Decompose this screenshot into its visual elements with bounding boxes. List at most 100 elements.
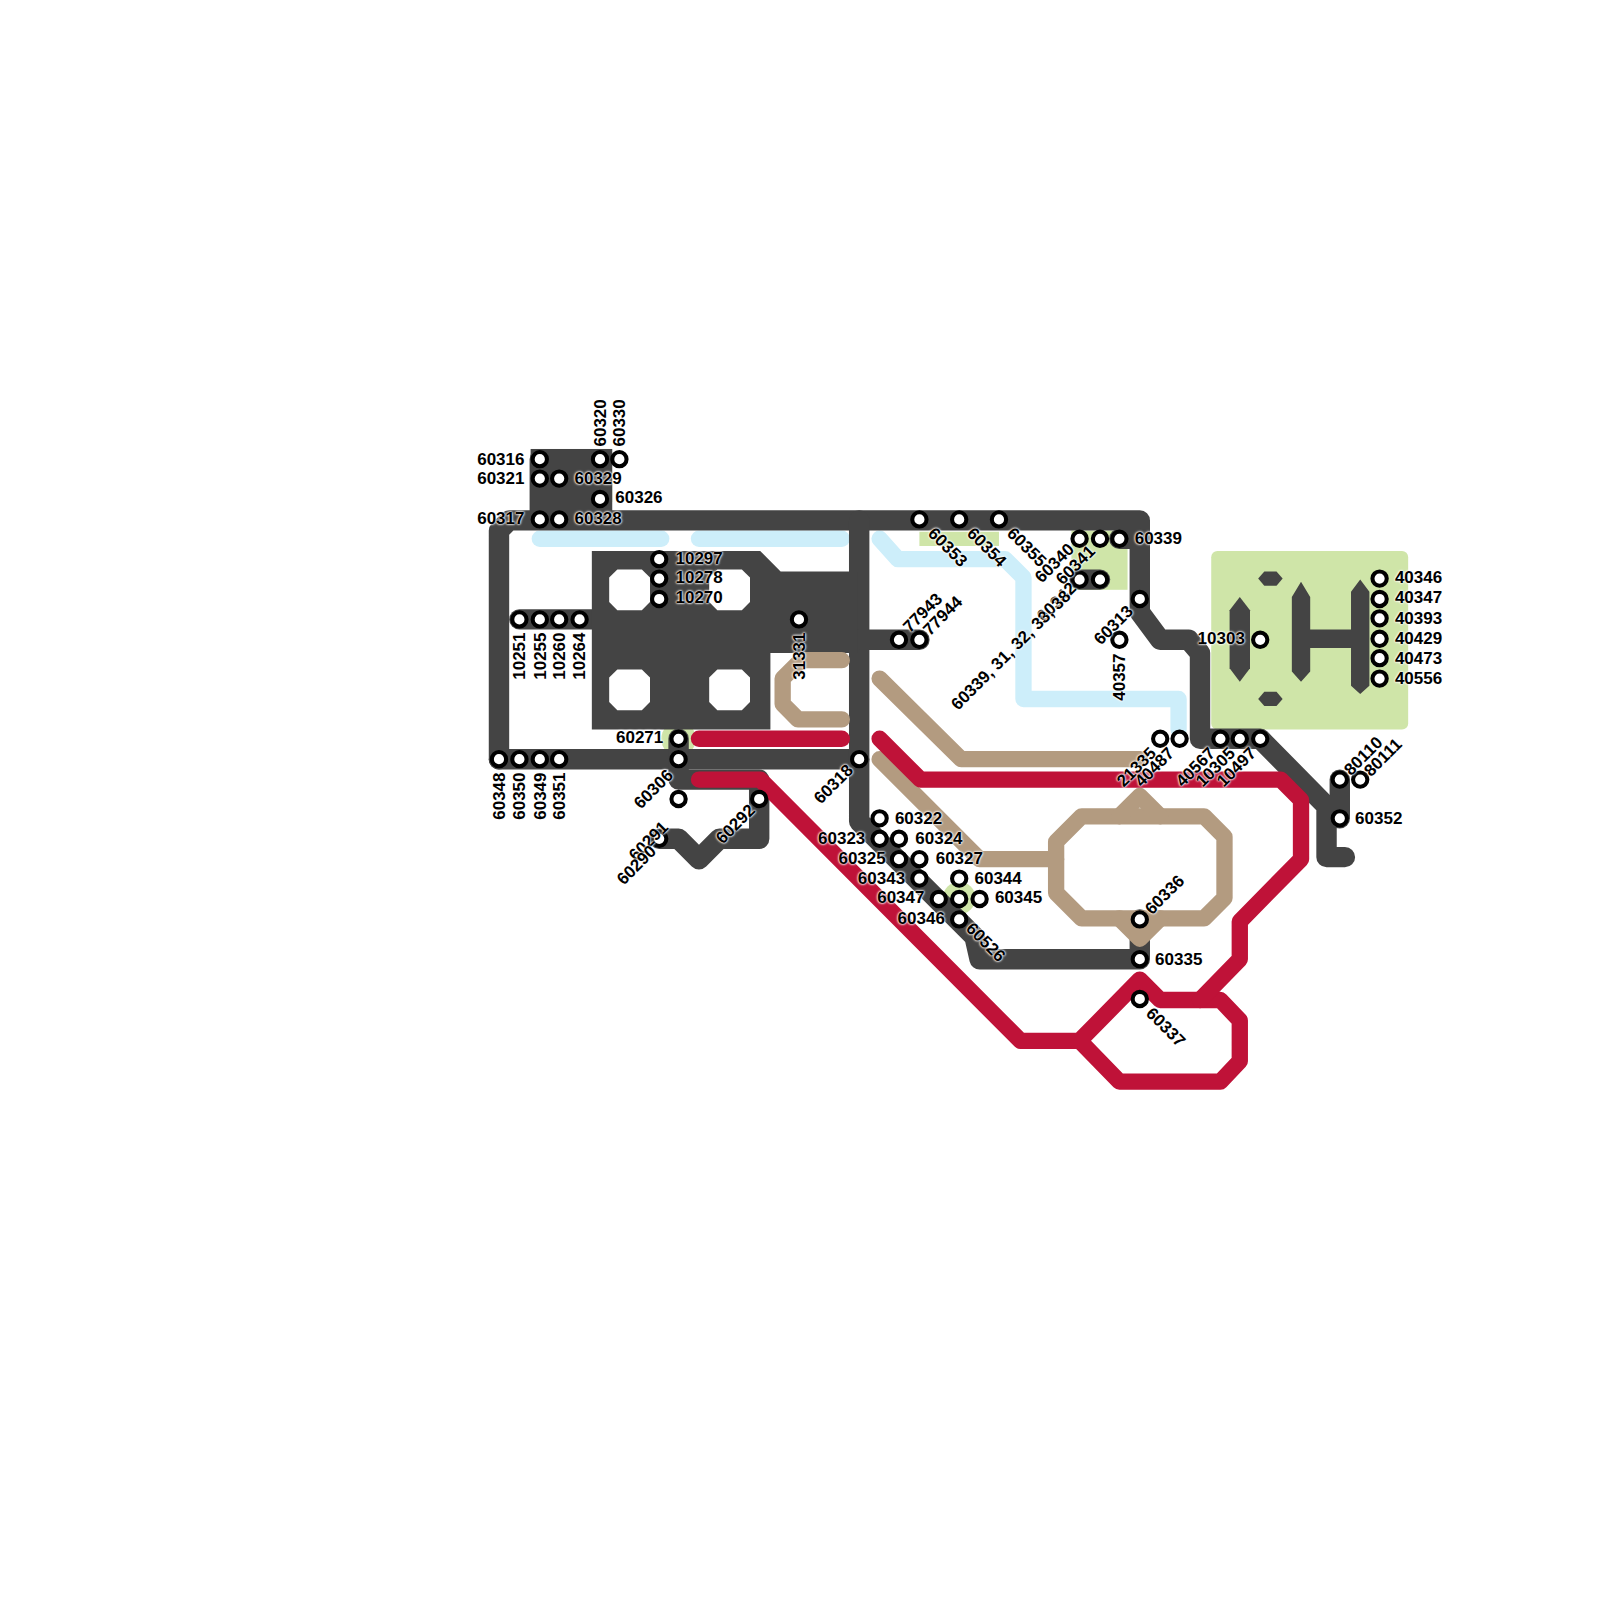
stop-marker <box>952 871 966 885</box>
stop-label: 60321 <box>477 470 524 487</box>
red-line <box>699 731 842 747</box>
stop-label: 60347 <box>877 889 924 906</box>
dark-line <box>859 520 1140 959</box>
stop-marker <box>671 792 685 806</box>
stop-marker <box>671 732 685 746</box>
red-line <box>699 780 1240 1082</box>
stop-label: 60337 <box>1143 1004 1188 1049</box>
stop-label: 60324 <box>915 830 962 847</box>
stop-label: 60317 <box>477 510 524 527</box>
stop-marker <box>593 492 607 506</box>
stop-marker <box>552 512 566 526</box>
stop-marker <box>912 852 926 866</box>
blue-line <box>699 531 842 547</box>
stop-marker <box>852 752 866 766</box>
stop-label: 60344 <box>974 870 1021 887</box>
dark-line <box>659 739 759 859</box>
stop-marker <box>1233 732 1247 746</box>
stop-label: 60326 <box>615 489 662 506</box>
stop-marker <box>1133 592 1147 606</box>
stop-label: 60328 <box>574 510 621 527</box>
stop-marker <box>952 912 966 926</box>
stop-marker <box>652 552 666 566</box>
stop-label: 60339 <box>1135 530 1182 547</box>
stop-marker <box>552 471 566 485</box>
dark-block <box>592 551 857 730</box>
stop-label: 10297 <box>676 550 723 567</box>
stop-label: 60320 <box>592 400 609 447</box>
dark-line <box>499 749 859 769</box>
stop-label: 10303 <box>1198 630 1245 647</box>
stop-label: 60352 <box>1355 810 1402 827</box>
stop-marker <box>1133 992 1147 1006</box>
green-areas <box>590 471 1408 914</box>
stop-marker <box>1333 811 1347 825</box>
stop-label: 10270 <box>676 589 723 606</box>
stop-label: 10260 <box>551 633 568 680</box>
tan-lines <box>783 660 1225 939</box>
stop-label: 40473 <box>1395 650 1442 667</box>
stop-label: 60346 <box>898 910 945 927</box>
stop-label: 60329 <box>574 470 621 487</box>
stop-label: 60323 <box>818 830 865 847</box>
stop-marker <box>1253 633 1267 647</box>
stop-marker <box>912 871 926 885</box>
stop-marker <box>992 512 1006 526</box>
stop-marker <box>952 892 966 906</box>
stop-marker <box>671 752 685 766</box>
stop-marker <box>872 811 886 825</box>
stop-label: 60349 <box>531 772 548 819</box>
stop-label: 60348 <box>490 772 507 819</box>
stop-label: 60343 <box>858 870 905 887</box>
stop-marker <box>1253 732 1267 746</box>
stop-label: 40346 <box>1395 569 1442 586</box>
stop-marker <box>1372 671 1386 685</box>
stop-marker <box>792 612 806 626</box>
dark-line <box>519 609 597 629</box>
stop-label: 40357 <box>1111 653 1128 700</box>
stop-label: 60325 <box>838 850 885 867</box>
blue-line <box>540 531 661 547</box>
stop-label: 60327 <box>936 850 983 867</box>
stop-marker <box>1333 772 1347 786</box>
block-hole <box>609 569 650 610</box>
stop-marker <box>752 792 766 806</box>
stop-marker <box>912 512 926 526</box>
stop-marker <box>593 452 607 466</box>
stops <box>492 452 1387 1006</box>
block-holes <box>609 569 750 710</box>
stop-label: 60330 <box>611 400 628 447</box>
stop-label: 60351 <box>551 772 568 819</box>
stop-marker <box>1172 732 1186 746</box>
stop-marker <box>892 633 906 647</box>
stop-marker <box>1372 632 1386 646</box>
stop-marker <box>533 612 547 626</box>
stop-label: 60350 <box>511 772 528 819</box>
stop-label: 10251 <box>511 633 528 680</box>
stop-label: 60271 <box>616 729 663 746</box>
stop-marker <box>533 512 547 526</box>
tan-line <box>880 679 1140 760</box>
stop-label: 10255 <box>531 633 548 680</box>
stop-label: 40429 <box>1395 630 1442 647</box>
block-hole <box>609 669 650 710</box>
red-lines <box>699 739 1301 1082</box>
stop-marker <box>652 571 666 585</box>
stop-label: 31331 <box>790 633 807 680</box>
tan-line <box>1056 816 1224 918</box>
stop-label: 40393 <box>1395 610 1442 627</box>
stop-label: 40347 <box>1395 589 1442 606</box>
stop-label: 10264 <box>571 633 588 680</box>
stop-marker <box>1372 651 1386 665</box>
stop-marker <box>932 892 946 906</box>
stop-label: 60322 <box>895 810 942 827</box>
stop-label: 40556 <box>1395 670 1442 687</box>
stop-marker <box>892 852 906 866</box>
stop-marker <box>552 752 566 766</box>
dark-block <box>1258 571 1282 585</box>
stop-marker <box>1112 532 1126 546</box>
block-hole <box>709 669 750 710</box>
stop-marker <box>912 633 926 647</box>
stop-marker <box>533 471 547 485</box>
